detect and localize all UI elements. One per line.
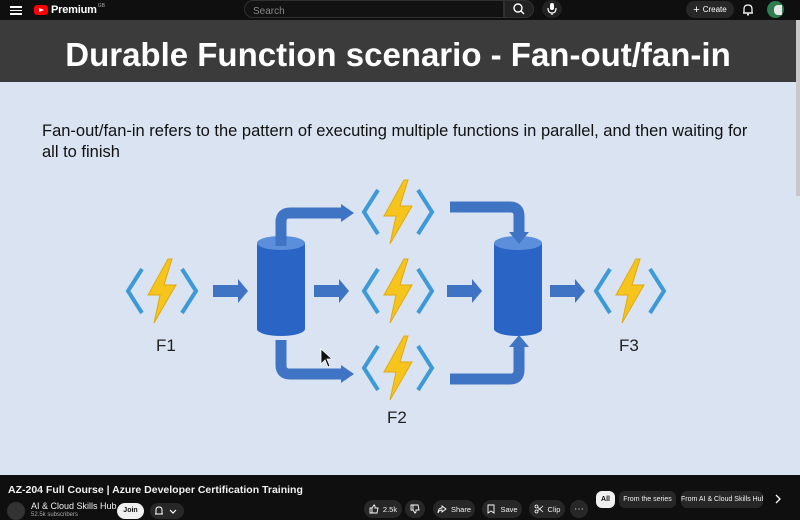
channel-avatar[interactable] — [7, 502, 25, 520]
thumbs-up-icon — [369, 504, 379, 514]
like-button[interactable]: 2.5k — [364, 500, 402, 518]
clip-button[interactable]: Clip — [529, 500, 565, 518]
bookmark-icon — [487, 504, 495, 514]
function-f3-icon — [594, 257, 666, 325]
arrows — [213, 279, 585, 303]
more-icon: ⋯ — [574, 503, 584, 515]
slide-title: Durable Function scenario - Fan-out/fan-… — [65, 36, 731, 73]
clip-label: Clip — [547, 504, 561, 514]
function-f2c-icon — [362, 334, 434, 402]
subscriber-count: 52.5k subscribers — [31, 512, 79, 518]
youtube-play-icon — [34, 5, 48, 15]
chevron-right-icon[interactable] — [774, 494, 782, 504]
more-actions-button[interactable]: ⋯ — [570, 500, 588, 518]
notifications-icon[interactable] — [742, 3, 754, 16]
like-count: 2.5k — [382, 504, 398, 514]
slide-title-band — [0, 20, 800, 82]
fan-out-fan-in-diagram — [126, 178, 666, 402]
search-input[interactable] — [245, 3, 501, 20]
search-box — [244, 0, 504, 20]
share-icon — [437, 505, 447, 514]
chip-from-series[interactable]: From the series — [619, 491, 676, 508]
search-button[interactable] — [504, 0, 534, 18]
queue-cylinder-left-icon — [257, 236, 305, 336]
video-title: AZ-204 Full Course | Azure Developer Cer… — [8, 484, 303, 496]
save-label: Save — [500, 504, 518, 514]
plus-icon: + — [693, 3, 700, 16]
top-bar: Premium GB + Create — [0, 0, 800, 20]
mouse-cursor-icon — [320, 348, 334, 368]
queue-cylinder-right-icon — [494, 236, 542, 336]
search-icon — [513, 3, 525, 15]
share-button[interactable]: Share — [433, 500, 475, 518]
bell-chevron-icon — [155, 506, 177, 515]
label-f2: F2 — [387, 408, 407, 427]
youtube-logo[interactable]: Premium GB — [34, 3, 105, 17]
save-button[interactable]: Save — [482, 500, 522, 518]
scissors-icon — [534, 504, 543, 514]
page-scrollbar[interactable] — [796, 20, 800, 196]
menu-icon[interactable] — [10, 4, 22, 16]
chip-all[interactable]: All — [596, 491, 615, 508]
microphone-icon — [547, 3, 557, 15]
label-f1: F1 — [156, 336, 176, 355]
function-f2a-icon — [362, 178, 434, 246]
thumbs-down-icon — [410, 504, 420, 514]
label-f3: F3 — [619, 336, 639, 355]
channel-name[interactable]: AI & Cloud Skills Hub — [31, 501, 117, 511]
function-f2b-icon — [362, 257, 434, 325]
slide-description: Fan-out/fan-in refers to the pattern of … — [42, 122, 748, 161]
logo-text: Premium — [51, 4, 97, 16]
join-button[interactable]: Join — [117, 503, 144, 519]
dislike-button[interactable] — [405, 500, 425, 518]
subscribe-bell-button[interactable] — [150, 503, 184, 519]
video-player[interactable]: Durable Function scenario - Fan-out/fan-… — [0, 20, 800, 475]
chip-from-channel[interactable]: From AI & Cloud Skills Hub — [681, 491, 763, 508]
share-label: Share — [450, 504, 471, 514]
logo-region: GB — [97, 3, 105, 9]
video-info: AZ-204 Full Course | Azure Developer Cer… — [0, 475, 800, 520]
create-label: Create — [702, 5, 727, 14]
function-f1-icon — [126, 257, 198, 325]
account-avatar[interactable] — [767, 1, 784, 18]
voice-search-button[interactable] — [542, 0, 562, 18]
create-button[interactable]: + Create — [686, 1, 734, 18]
